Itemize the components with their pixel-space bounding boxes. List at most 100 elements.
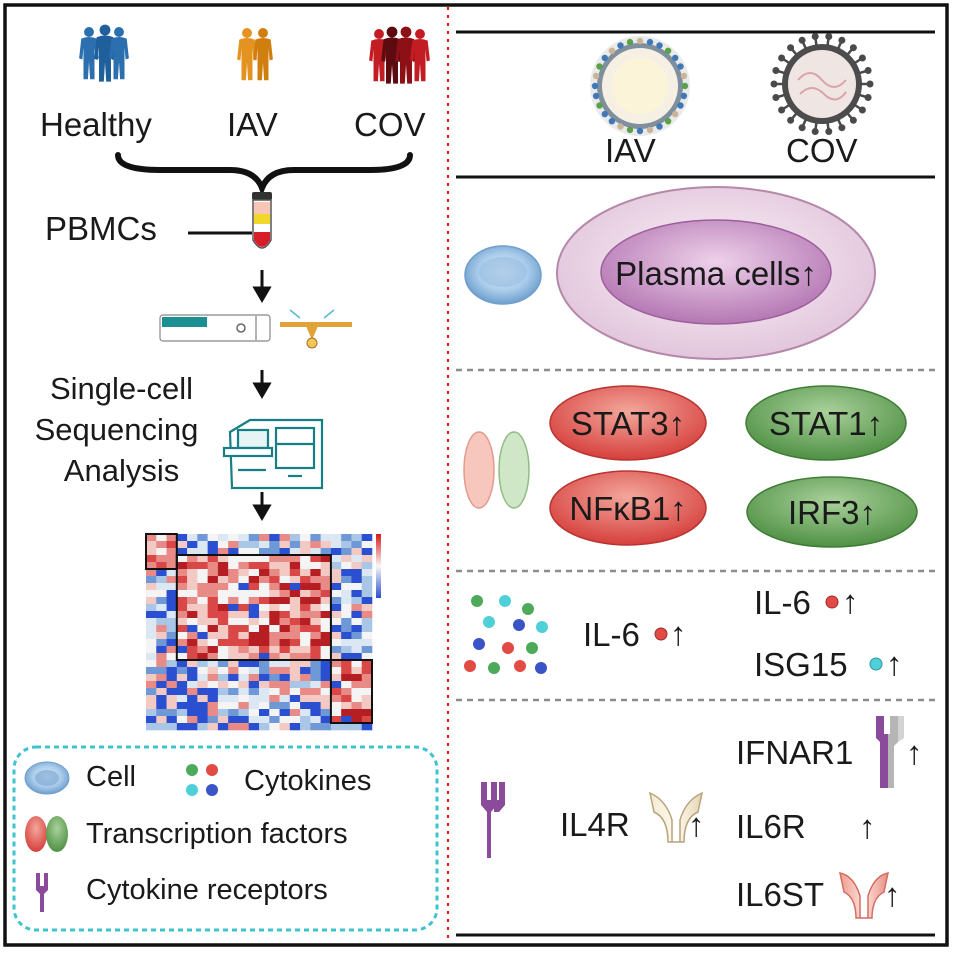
heatmap-cell — [166, 576, 178, 584]
heatmap-cell — [310, 576, 321, 584]
heatmap-cell — [176, 548, 188, 556]
heatmap-cell — [156, 681, 167, 689]
heatmap-cell — [248, 590, 260, 598]
heatmap-cell — [269, 618, 280, 626]
heatmap-cell — [310, 653, 321, 661]
heatmap-cell — [259, 681, 270, 689]
heatmap-cell — [259, 625, 270, 633]
heatmap-cell — [187, 548, 198, 556]
heatmap-cell — [228, 562, 239, 570]
heatmap-cell — [187, 632, 198, 640]
heatmap-cell — [238, 681, 250, 689]
iav-spike — [592, 92, 600, 100]
heatmap-cell — [187, 625, 198, 633]
healthy-people-icon — [79, 24, 129, 82]
heatmap-cell — [289, 688, 301, 696]
heatmap-cell — [269, 555, 280, 563]
cov-spike — [787, 44, 795, 52]
heatmap-cell — [361, 653, 373, 661]
heatmap-cell — [259, 632, 270, 640]
heatmap-cell — [248, 611, 260, 619]
heatmap-cell — [187, 590, 198, 598]
heatmap-cell — [279, 597, 291, 605]
legend-receptors-label: Cytokine receptors — [86, 874, 328, 906]
iav-spike — [672, 54, 679, 62]
heatmap-cell — [248, 681, 260, 689]
heatmap-cell — [166, 632, 178, 640]
heatmap-cell — [300, 569, 311, 577]
heatmap-cell — [330, 611, 342, 619]
cov-spike — [778, 54, 786, 62]
heatmap-cell — [310, 569, 321, 577]
group-label-iav: IAV — [227, 106, 278, 143]
heatmap-cell — [156, 583, 167, 591]
heatmap-cell — [259, 618, 270, 626]
heatmap-cell — [279, 590, 291, 598]
heatmap-cell — [351, 660, 363, 668]
heatmap-cell — [146, 716, 157, 724]
heatmap-cell — [238, 618, 250, 626]
cov-spike — [849, 44, 857, 52]
heatmap-cell — [269, 576, 280, 584]
heatmap-cell — [207, 702, 219, 710]
heatmap-cell — [228, 667, 239, 675]
heatmap-cell — [197, 709, 208, 717]
heatmap-cluster-box — [329, 659, 373, 724]
heatmap-cell — [146, 688, 157, 696]
iav-spike — [626, 38, 634, 46]
heatmap-cell — [207, 667, 219, 675]
heatmap-cell — [259, 583, 270, 591]
heatmap-cell — [146, 555, 157, 563]
heatmap-cell — [310, 723, 321, 731]
heatmap-cell — [300, 611, 311, 619]
iav-spike — [672, 110, 679, 118]
heatmap-cell — [217, 667, 229, 675]
ifnar1-label: IFNAR1 — [736, 734, 854, 771]
heatmap-cell — [279, 604, 291, 612]
heatmap-cell — [228, 716, 239, 724]
heatmap-cell — [176, 688, 188, 696]
isg15-label: ISG15 — [754, 646, 848, 683]
heatmap-cell — [207, 625, 219, 633]
heatmap-cell — [228, 576, 239, 584]
heatmap-cell — [259, 597, 270, 605]
heatmap-cell — [279, 632, 291, 640]
heatmap-cell — [341, 625, 352, 633]
heatmap-cell — [187, 618, 198, 626]
heatmap-cell — [300, 667, 311, 675]
heatmap-cell — [228, 681, 239, 689]
heatmap-cell — [341, 709, 352, 717]
heatmap-cell — [289, 667, 301, 675]
iav-spike — [677, 63, 684, 70]
heatmap-cell — [176, 681, 188, 689]
legend-tf-label: Transcription factors — [86, 818, 348, 850]
heatmap-cell — [248, 695, 260, 703]
heatmap-cell — [228, 653, 239, 661]
heatmap-cell — [228, 569, 239, 577]
heatmap-cell — [238, 604, 250, 612]
heatmap-cell — [197, 653, 208, 661]
heatmap-cell — [238, 674, 250, 682]
heatmap-cell — [330, 632, 342, 640]
heatmap-cell — [187, 597, 198, 605]
heatmap-cell — [330, 681, 342, 689]
heatmap-cell — [289, 562, 301, 570]
heatmap-cell — [197, 583, 208, 591]
il6-shared-label: IL-6 — [583, 616, 640, 653]
heatmap-cell — [320, 639, 332, 647]
heatmap-cell — [289, 590, 301, 598]
heatmap-cell — [289, 709, 301, 717]
heatmap-cell — [361, 632, 373, 640]
heatmap-cell — [361, 681, 373, 689]
heatmap-cell — [166, 667, 178, 675]
heatmap-cell — [166, 625, 178, 633]
heatmap-cell — [361, 723, 373, 731]
heatmap-cell — [176, 534, 188, 542]
heatmap-cell — [310, 702, 321, 710]
heatmap-cell — [330, 590, 342, 598]
heatmap-cell — [248, 555, 260, 563]
heatmap-cell — [248, 569, 260, 577]
ifnar1-arrow: ↑ — [906, 734, 923, 771]
cov-spike — [866, 80, 874, 88]
